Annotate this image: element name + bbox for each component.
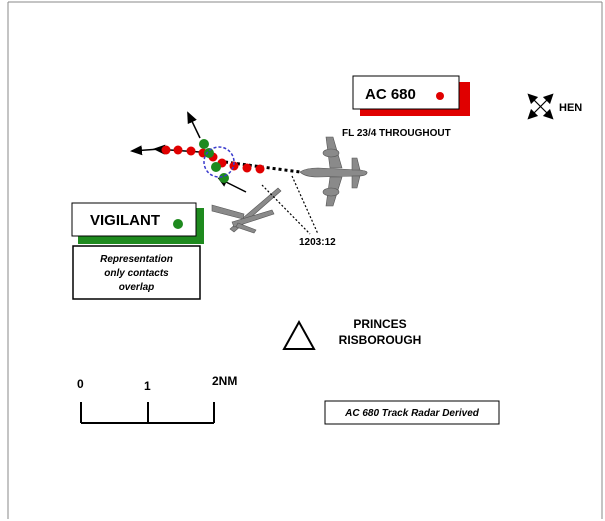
vigilant-label-box: VIGILANT xyxy=(72,203,204,244)
time-label: 1203:12 xyxy=(299,237,336,248)
scale-bar xyxy=(81,402,214,423)
track-note: AC 680 Track Radar Derived xyxy=(344,408,480,419)
triangle-landmark-icon xyxy=(284,322,314,349)
ac680-label-box: AC 680 xyxy=(353,76,470,116)
note-line-1: Representation xyxy=(100,254,173,265)
vigilant-track-dot xyxy=(199,139,209,149)
time-leader-2 xyxy=(292,176,318,234)
vigilant-legend-dot xyxy=(173,219,183,229)
ac680-track-dot xyxy=(187,147,196,156)
airliner-icon xyxy=(300,137,367,206)
ac680-track-dot xyxy=(174,146,183,155)
hen-label: HEN xyxy=(559,102,582,114)
ac680-label: AC 680 xyxy=(365,86,416,103)
note-box: Representation only contacts overlap xyxy=(73,246,200,299)
scale-tick-0: 0 xyxy=(77,377,84,391)
vigilant-label: VIGILANT xyxy=(90,212,160,229)
vigilant-track-dot xyxy=(211,162,221,172)
time-leader-1 xyxy=(262,185,310,234)
ac680-track-dot xyxy=(256,165,265,174)
note-line-2: only contacts xyxy=(104,268,169,279)
ac680-track-dot xyxy=(243,164,252,173)
hen-symbol xyxy=(531,97,550,116)
ac680-track-dot xyxy=(162,146,171,155)
ac680-legend-dot xyxy=(436,92,444,100)
note-line-3: overlap xyxy=(119,282,155,293)
glider-icon xyxy=(212,188,281,233)
scale-tick-1: 1 xyxy=(144,379,151,393)
scale-tick-2: 2NM xyxy=(212,374,237,388)
princes-label-line1: PRINCES xyxy=(353,317,406,331)
princes-label-line2: RISBOROUGH xyxy=(339,333,422,347)
vigilant-track-dot xyxy=(219,173,229,183)
flight-level-note: FL 23/4 THROUGHOUT xyxy=(342,128,451,139)
